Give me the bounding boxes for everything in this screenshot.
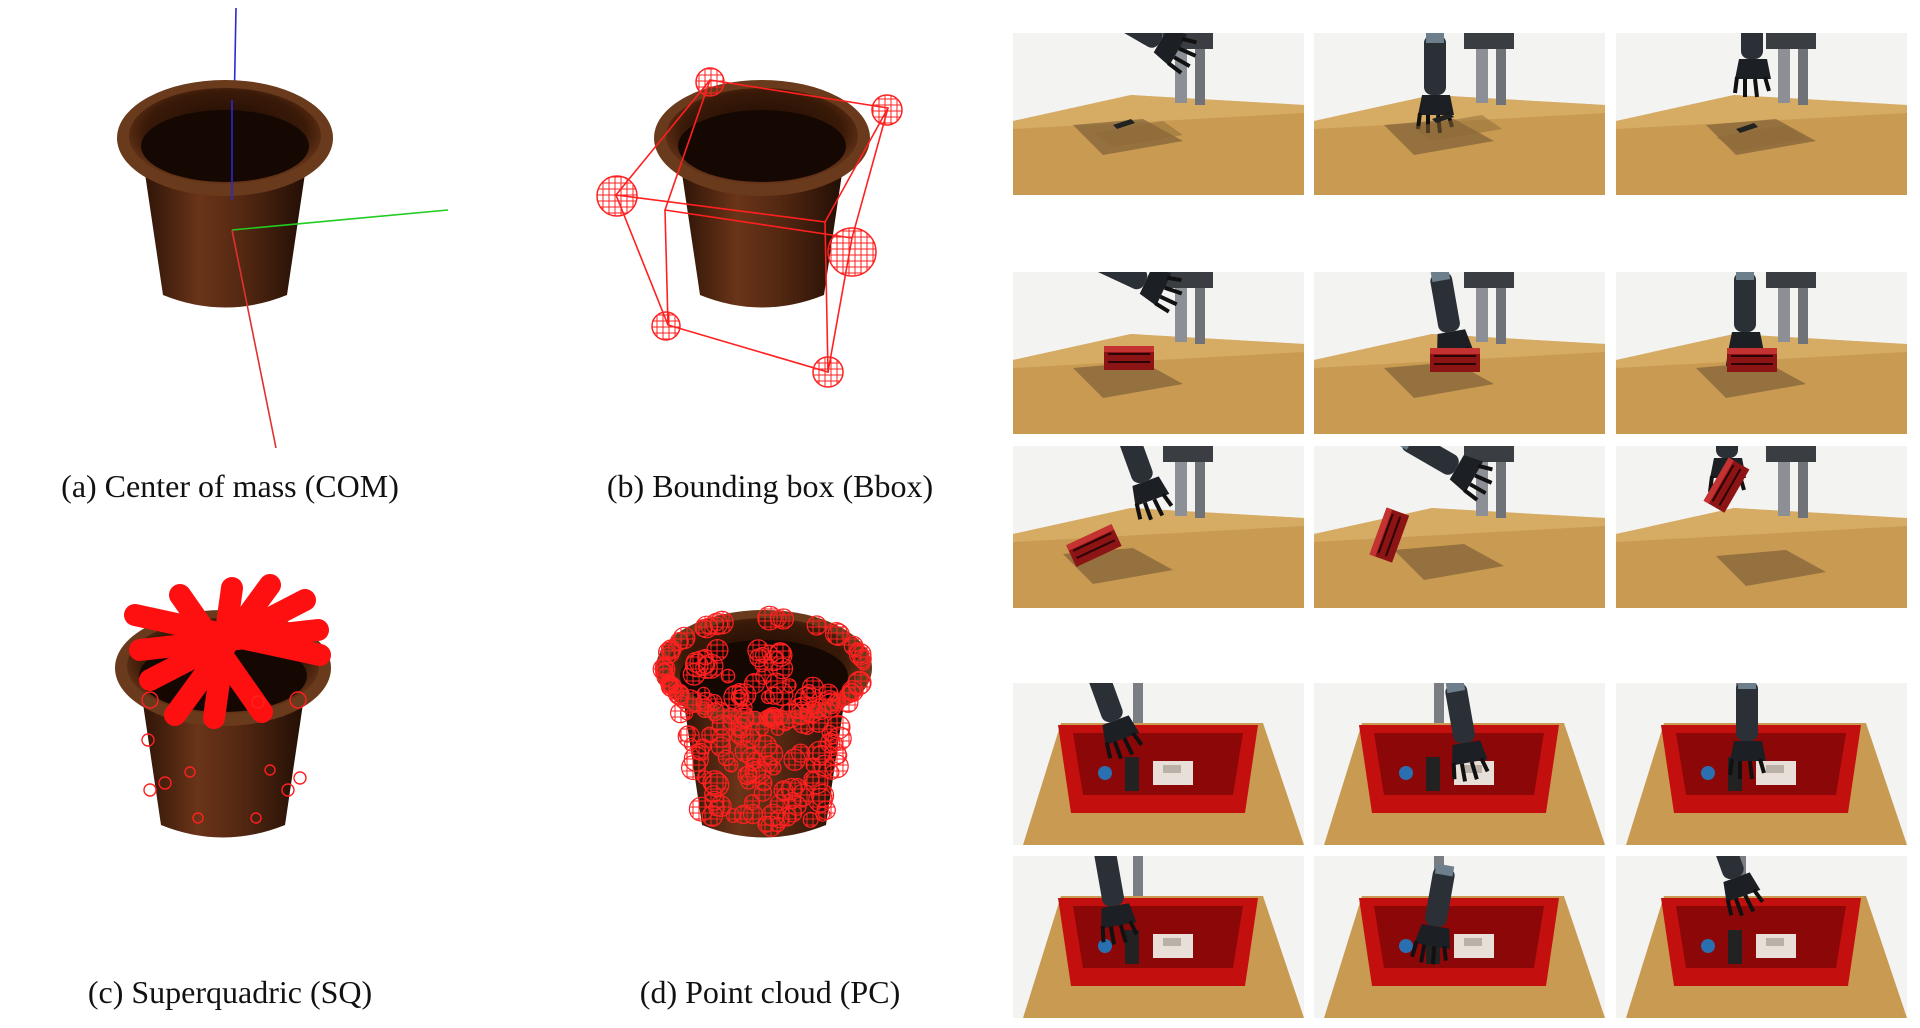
sim-frame: [1314, 683, 1605, 845]
point-cloud-sphere: [755, 722, 769, 736]
point-cloud-sphere: [761, 690, 775, 705]
point-cloud-sphere: [730, 729, 745, 744]
point-cloud-sphere: [827, 726, 852, 751]
sim-frame-image: [1314, 272, 1605, 434]
point-cloud-sphere: [810, 783, 835, 808]
sim-frame-image: [1314, 33, 1605, 195]
point-cloud-sphere: [733, 804, 754, 825]
point-cloud-sphere: [661, 646, 675, 661]
sim-frame: [1616, 446, 1907, 608]
point-cloud-sphere: [747, 639, 770, 662]
point-cloud-sphere: [770, 650, 785, 664]
caption-bbox: (b) Bounding box (Bbox): [606, 468, 934, 504]
sim-frame-image: [1314, 446, 1605, 608]
point-cloud-sphere: [807, 740, 833, 766]
point-cloud-sphere: [688, 796, 714, 822]
point-cloud-sphere: [824, 764, 840, 780]
sim-frame-image: [1013, 683, 1304, 845]
sim-frame-image: [1013, 446, 1304, 608]
point-cloud-sphere: [769, 794, 790, 814]
sim-frame-image: [1616, 683, 1907, 845]
sim-frame-image: [1314, 856, 1605, 1018]
point-cloud-sphere: [847, 670, 872, 695]
sim-frame-image: [1616, 446, 1907, 608]
point-cloud-sphere: [710, 610, 734, 635]
sim-frame: [1616, 272, 1907, 434]
point-cloud-sphere: [801, 676, 824, 699]
caption-com: (a) Center of mass (COM): [61, 468, 399, 504]
point-cloud-sphere: [761, 711, 776, 725]
sim-frame-image: [1013, 33, 1304, 195]
sim-frame-image: [1616, 33, 1907, 195]
sim-frame: [1013, 272, 1304, 434]
point-cloud-sphere: [757, 605, 782, 631]
sim-frame: [1314, 856, 1605, 1018]
point-cloud-sphere: [691, 742, 710, 761]
sim-frame-image: [1013, 272, 1304, 434]
sim-frame-image: [1616, 272, 1907, 434]
sim-frame: [1013, 856, 1304, 1018]
sim-frame: [1314, 33, 1605, 195]
point-cloud-sphere: [720, 668, 736, 684]
sim-frame: [1013, 446, 1304, 608]
point-cloud-sphere: [737, 765, 757, 786]
caption-pc: (d) Point cloud (PC): [639, 974, 901, 1010]
point-cloud-sphere: [783, 748, 806, 771]
point-cloud-sphere: [701, 726, 718, 744]
point-cloud-sphere: [704, 772, 730, 798]
pot-com-view: [117, 7, 449, 449]
sim-frame-image: [1616, 856, 1907, 1018]
pot-point-cloud-view: [652, 605, 872, 838]
point-cloud-sphere: [673, 626, 696, 650]
point-cloud-sphere: [851, 645, 869, 663]
sim-frame: [1616, 856, 1907, 1018]
sim-frame: [1616, 683, 1907, 845]
point-cloud-sphere: [753, 783, 773, 802]
sim-frame: [1314, 446, 1605, 608]
sim-frame-image: [1314, 683, 1605, 845]
point-cloud-sphere: [755, 668, 772, 685]
point-cloud-sphere: [837, 692, 859, 713]
point-cloud-sphere: [803, 770, 820, 787]
sim-frame-image: [1013, 856, 1304, 1018]
point-cloud-sphere: [660, 676, 682, 697]
sim-frame: [1616, 33, 1907, 195]
point-cloud-sphere: [806, 615, 827, 636]
pot-bbox-view: [596, 67, 903, 388]
object-representations: [115, 7, 903, 838]
point-cloud-sphere: [723, 757, 739, 773]
point-cloud-sphere: [827, 623, 850, 646]
sim-frame: [1013, 33, 1304, 195]
point-cloud-sphere: [711, 714, 733, 736]
point-cloud-sphere: [786, 795, 807, 816]
point-cloud-sphere: [695, 695, 710, 710]
point-cloud-sphere: [770, 816, 786, 833]
point-cloud-sphere: [815, 806, 831, 822]
pot-superquadric-view: [115, 574, 331, 838]
point-cloud-sphere: [770, 721, 786, 736]
point-cloud-sphere: [782, 678, 797, 693]
point-cloud-sphere: [697, 648, 714, 666]
axis-x-line: [231, 229, 277, 449]
caption-sq: (c) Superquadric (SQ): [87, 974, 373, 1010]
sim-frame: [1013, 683, 1304, 845]
point-cloud-sphere: [759, 755, 777, 773]
point-cloud-sphere: [723, 684, 749, 710]
sim-frame: [1314, 272, 1605, 434]
point-cloud-sphere: [694, 618, 713, 638]
axis-y-line: [231, 209, 449, 231]
